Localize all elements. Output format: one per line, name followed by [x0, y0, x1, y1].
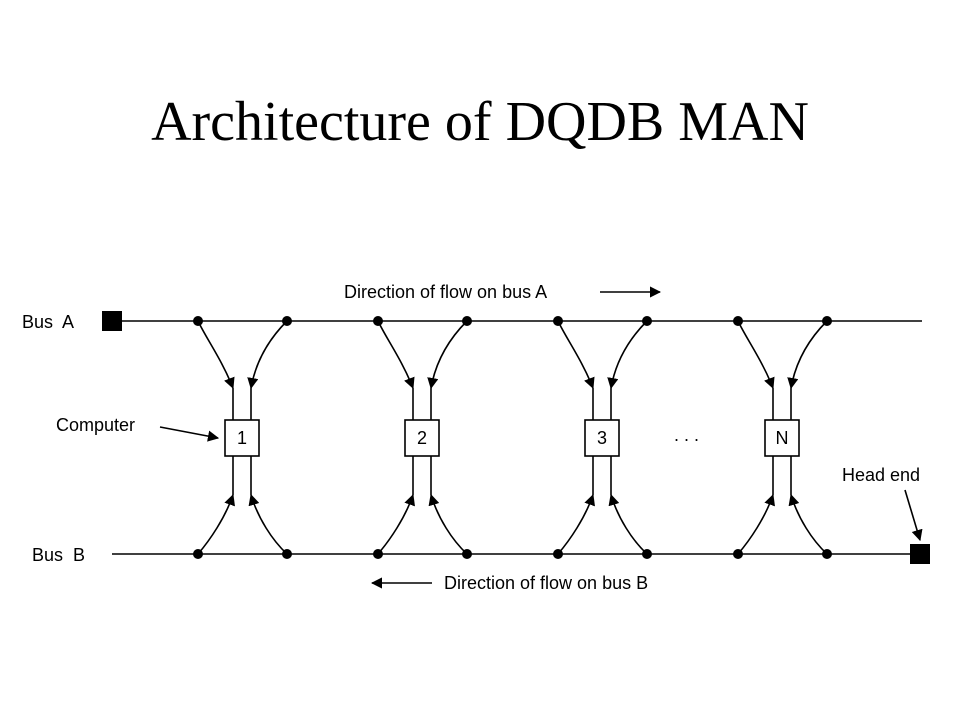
head-end-label: Head end [842, 465, 920, 485]
tap-dot [282, 549, 292, 559]
tap-dot [193, 316, 203, 326]
tap-dot [462, 316, 472, 326]
tap-dot [553, 316, 563, 326]
tap-dot [822, 549, 832, 559]
computer-pointer-arrow [159, 426, 220, 442]
tap-dot [733, 316, 743, 326]
node-label: 2 [417, 428, 427, 448]
head-end-square [910, 544, 930, 564]
ellipsis-label: . . . [674, 425, 699, 445]
computer-box [404, 419, 440, 457]
computer-box [764, 419, 800, 457]
tap-dot [282, 316, 292, 326]
tap-dot [193, 549, 203, 559]
tap-dot [822, 316, 832, 326]
bus-b-label: Bus B [32, 545, 85, 565]
head-end-pointer-arrow [904, 489, 923, 542]
tap-dot [373, 316, 383, 326]
tap-dot [642, 316, 652, 326]
tap-dot [373, 549, 383, 559]
node-label: 1 [237, 428, 247, 448]
station-1: 1 [193, 316, 292, 559]
computer-box [584, 419, 620, 457]
node-label: N [776, 428, 789, 448]
bus-a-label: Bus A [22, 312, 74, 332]
computer-box [224, 419, 260, 457]
station-2: 2 [373, 316, 472, 559]
flow-b-label: Direction of flow on bus B [444, 573, 648, 593]
flow-a-label: Direction of flow on bus A [344, 282, 547, 302]
slide-title: Architecture of DQDB MAN [151, 91, 809, 153]
tap-dot [733, 549, 743, 559]
tap-dot [553, 549, 563, 559]
node-label: 3 [597, 428, 607, 448]
station-n: N [733, 316, 832, 559]
tap-dot [642, 549, 652, 559]
bus-a-head-square [102, 311, 122, 331]
tap-dot [462, 549, 472, 559]
station-3: 3 [553, 316, 652, 559]
computer-label: Computer [56, 415, 135, 435]
